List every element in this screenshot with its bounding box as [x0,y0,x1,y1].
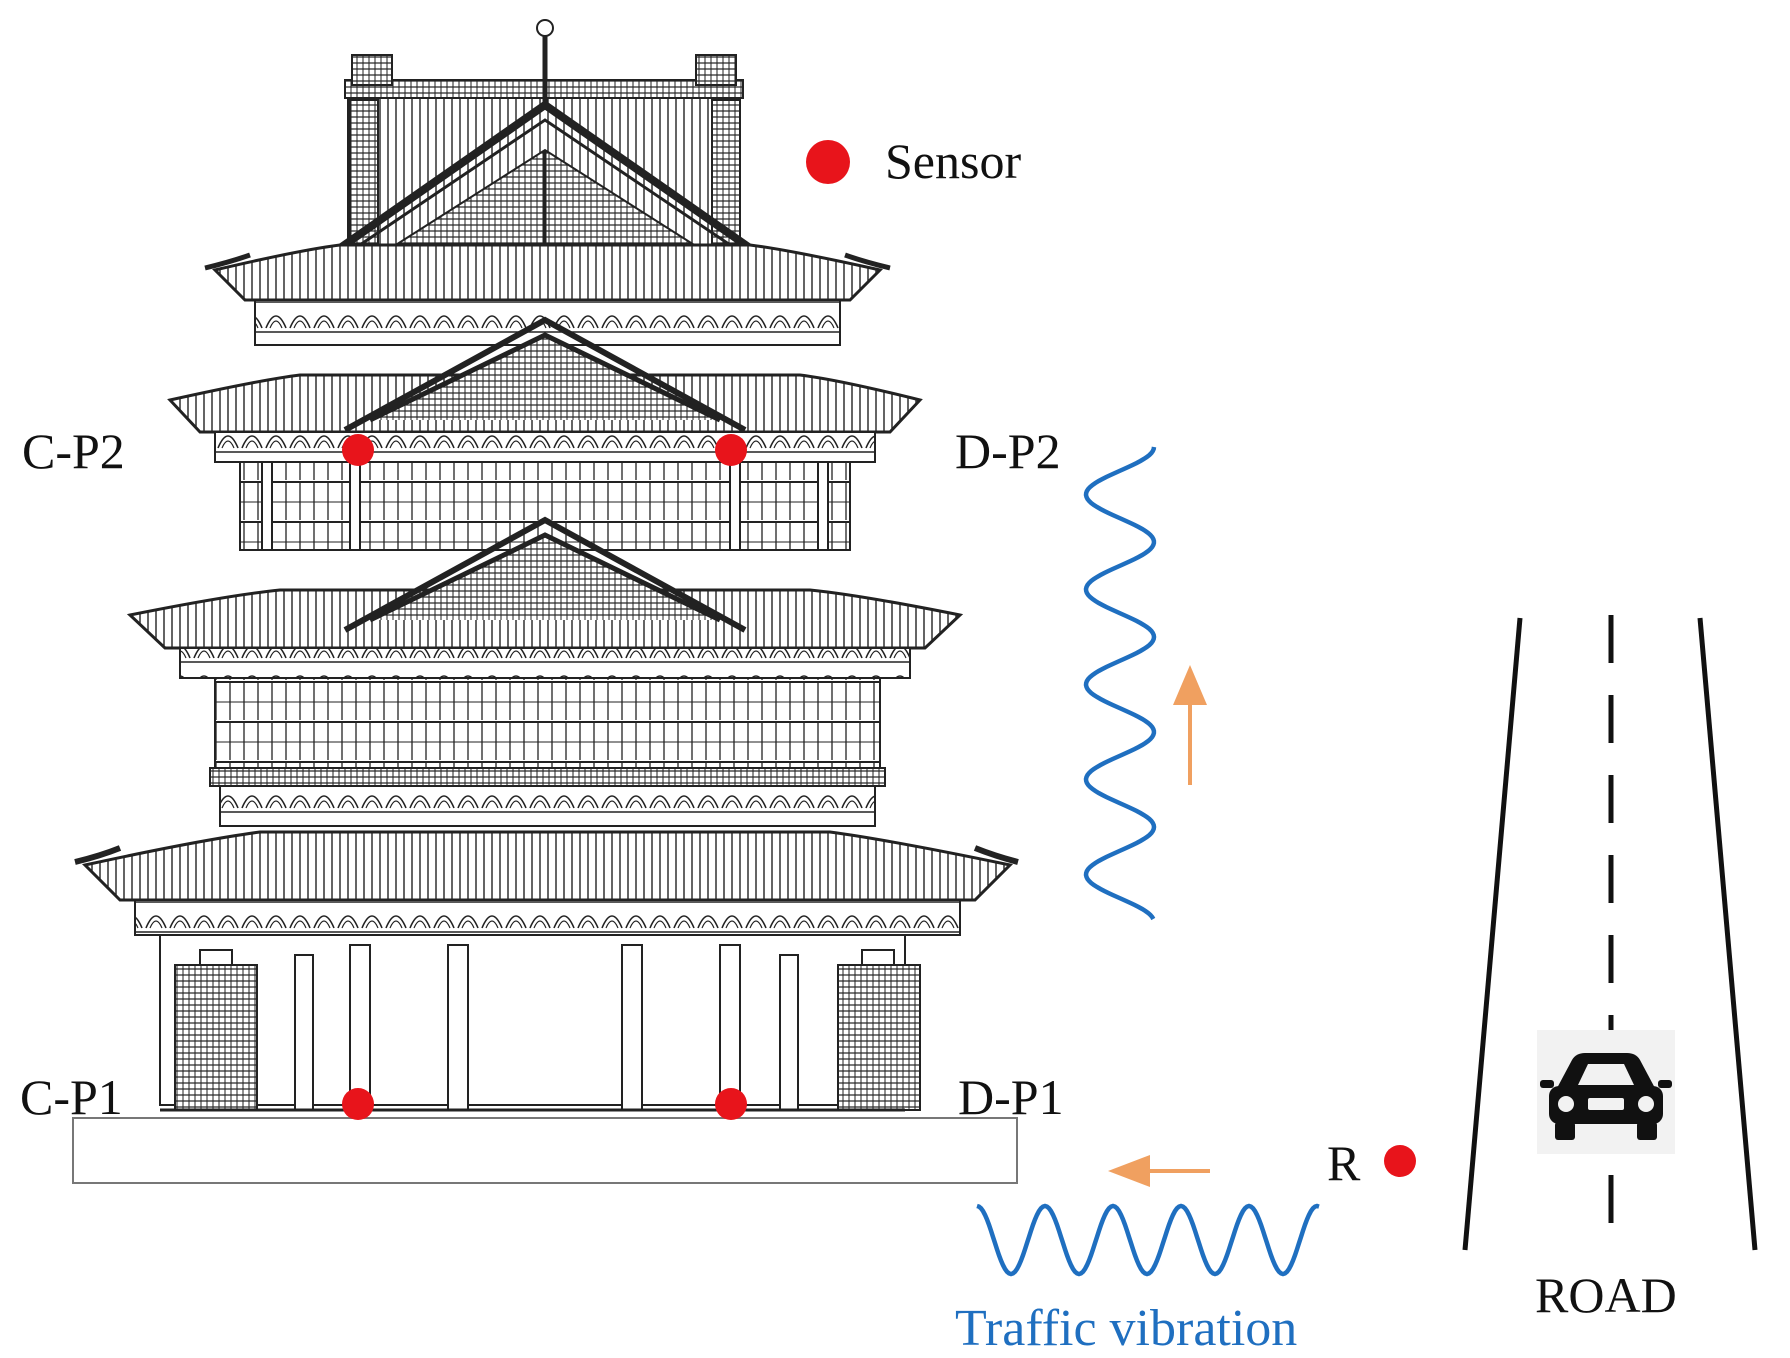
legend-sensor-dot [806,140,850,184]
sensor-label-c-p1: C-P1 [20,1069,123,1125]
sensor-dot-d-p1 [715,1088,747,1120]
traffic-vibration-label: Traffic vibration [955,1300,1297,1357]
pagoda-base-platform [72,1117,1018,1184]
sensor-dot-r [1384,1145,1416,1177]
road-left-edge [1462,617,1523,1251]
pagoda-roof-3 [126,516,964,679]
car-icon [1537,1030,1675,1154]
legend-sensor-label: Sensor [885,133,1021,189]
pagoda-roof-4 [74,830,1019,936]
vertical-vibration-wave [1083,446,1157,921]
sensor-dot-c-p1 [342,1088,374,1120]
sensor-dot-c-p2 [342,434,374,466]
road: ROAD [1462,615,1758,1323]
sensor-label-r: R [1327,1135,1361,1191]
pagoda-roof-1 [204,243,891,346]
sensor-label-c-p2: C-P2 [22,423,125,479]
legend: Sensor [806,133,1021,189]
sensor-dot-d-p2 [715,434,747,466]
road-right-edge [1697,617,1758,1251]
pagoda-storey-3 [209,677,886,827]
horizontal-vibration-wave [976,1203,1320,1277]
pagoda-roof-2 [167,316,923,463]
road-label: ROAD [1535,1267,1677,1323]
pagoda-storey-2 [239,461,851,551]
pagoda-illustration [72,19,1019,1184]
sensor-labels: C-P2 D-P2 C-P1 D-P1 R [20,423,1361,1191]
pagoda-ground-floor [159,934,921,1112]
sensor-label-d-p2: D-P2 [955,423,1061,479]
sensor-label-d-p1: D-P1 [958,1069,1064,1125]
sensor-markers [342,434,1416,1177]
arrow-up-icon [1173,665,1207,785]
arrow-left-icon [1108,1155,1210,1187]
pagoda-top-gable [327,19,763,259]
